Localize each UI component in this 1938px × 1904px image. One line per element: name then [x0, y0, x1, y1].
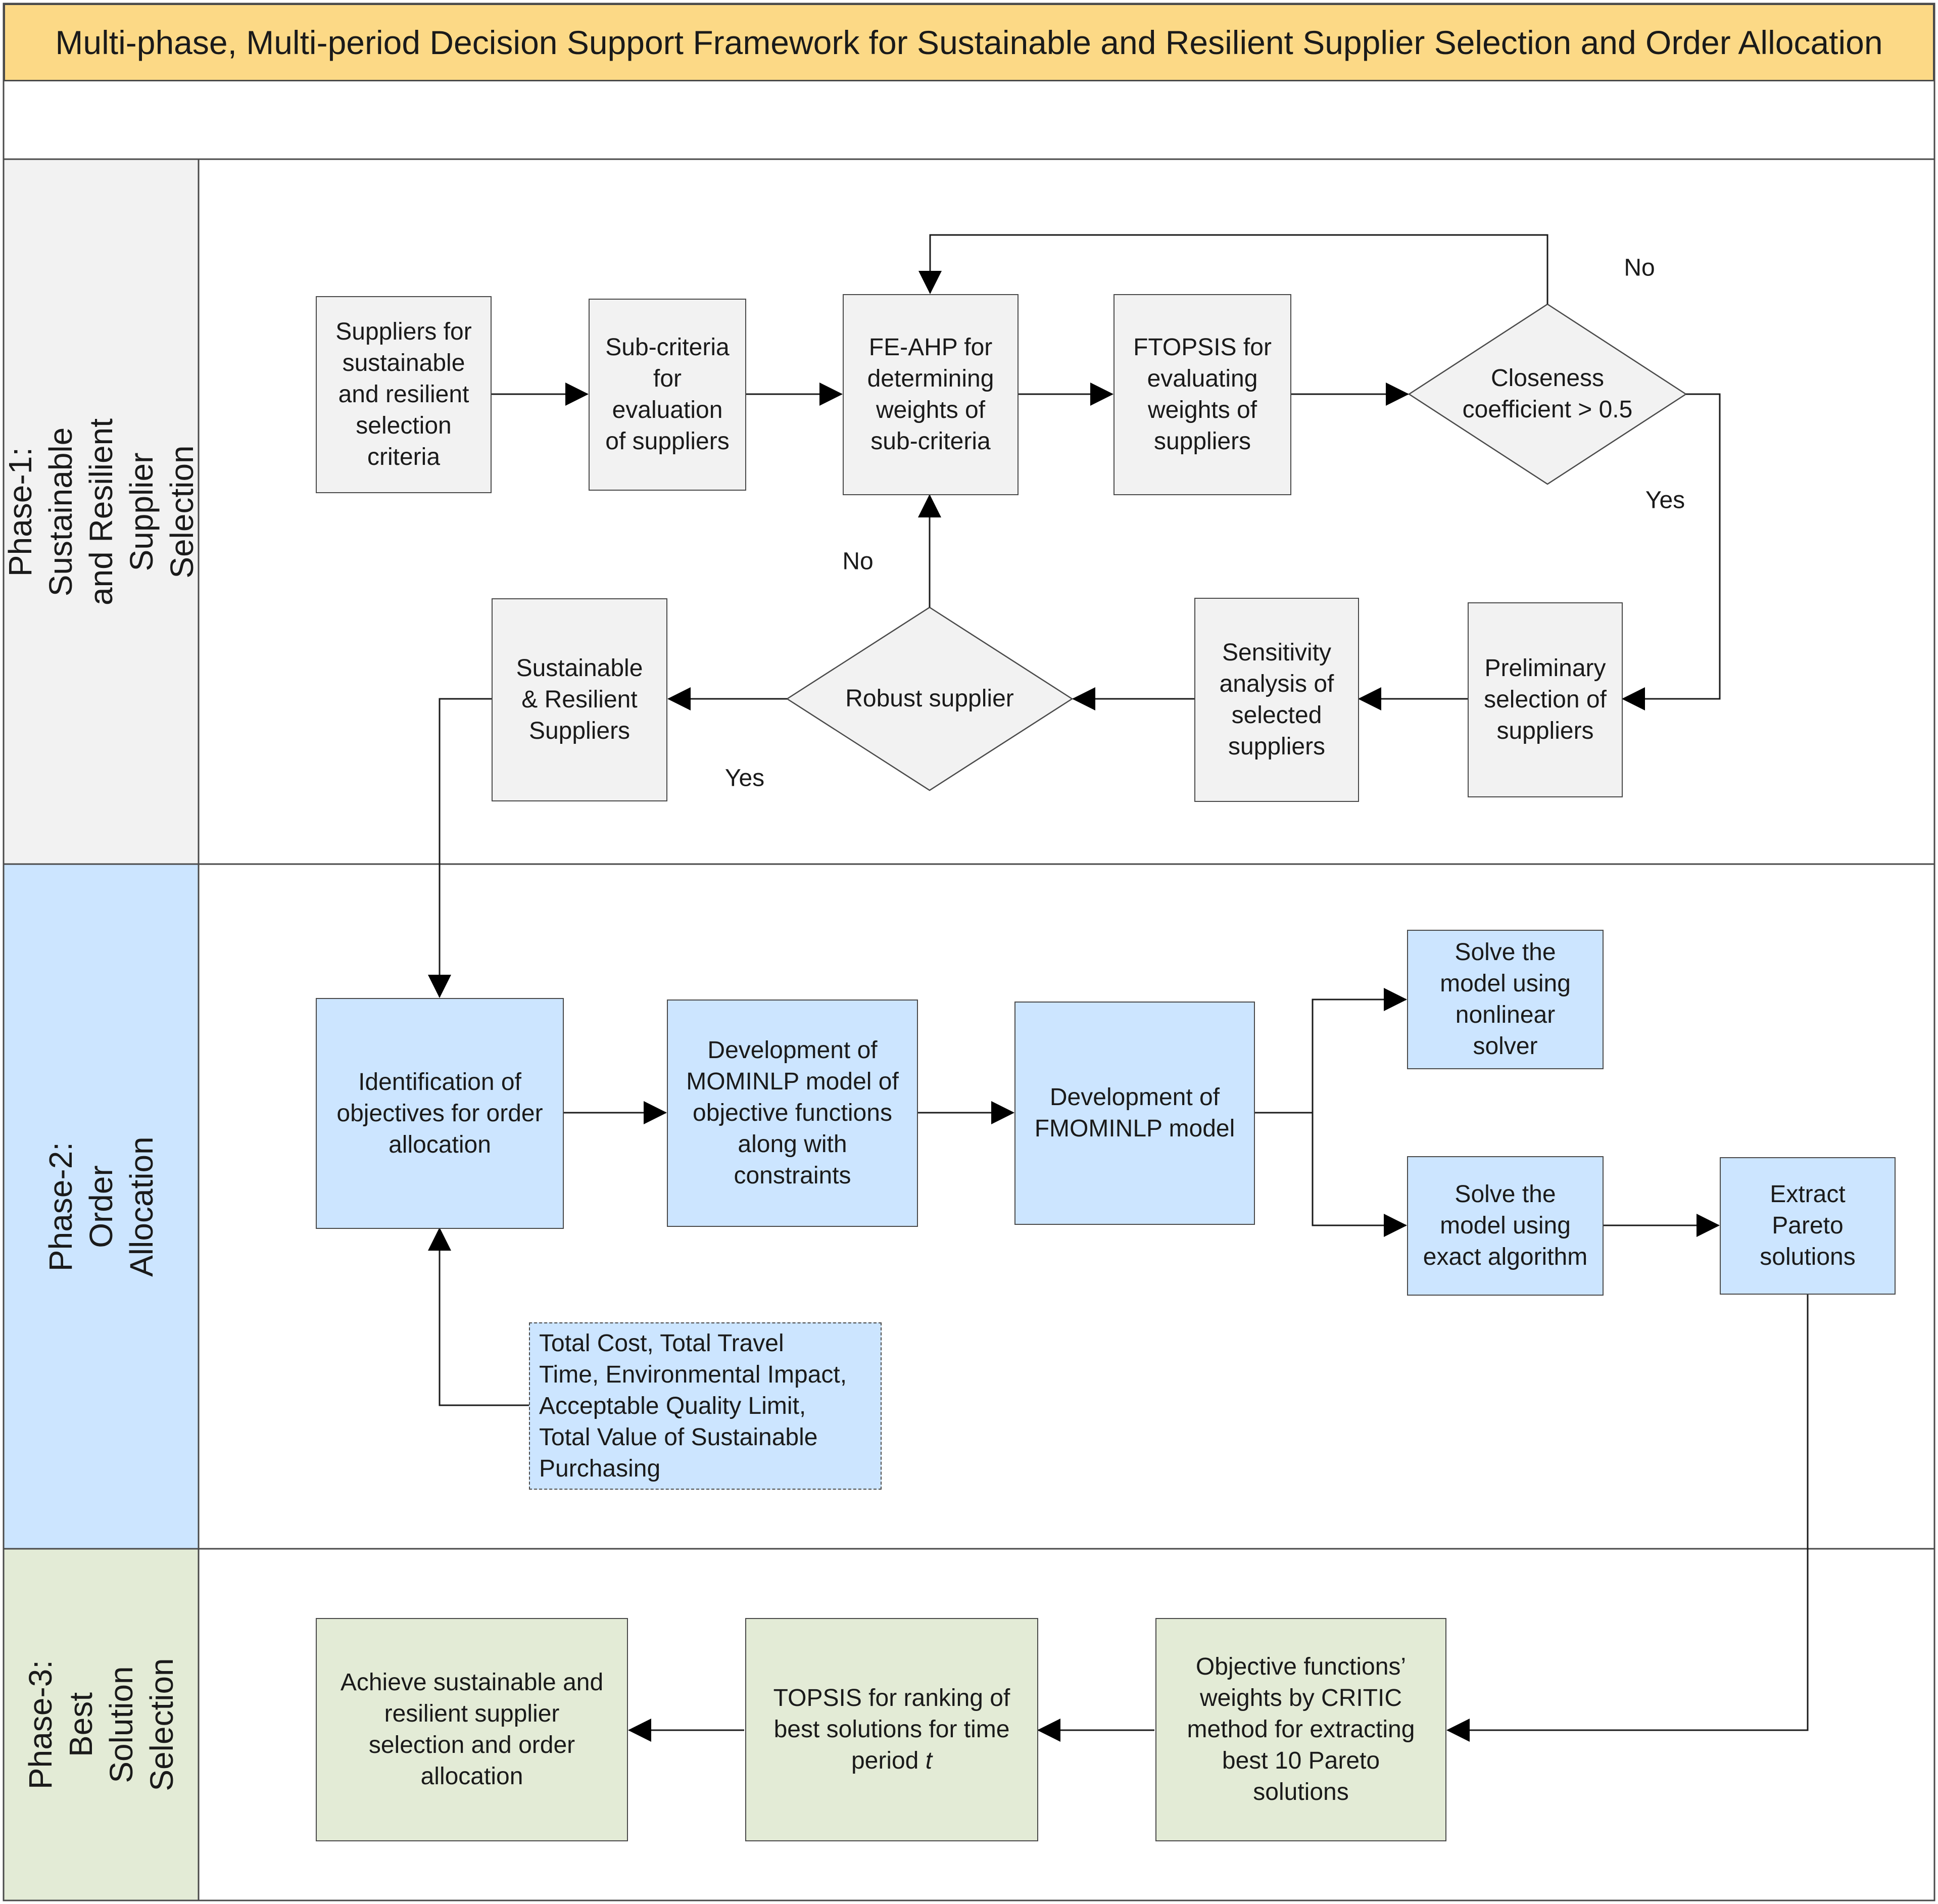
node-solve-nonlinear: Solve the model using nonlinear solver: [1407, 930, 1604, 1069]
closeness-diamond-text: Closeness coefficient > 0.5: [1462, 365, 1633, 423]
node-fe-ahp: FE-AHP for determining weights of sub-cr…: [843, 294, 1019, 495]
node-ftopsis: FTOPSIS for evaluating weights of suppli…: [1113, 294, 1291, 495]
lane-label-phase1-text: Phase-1: Sustainable and Resilient Suppl…: [2, 418, 200, 605]
robust-supplier-diamond-label: Robust supplier: [787, 607, 1072, 790]
node-objectives-list: Total Cost, Total Travel Time, Environme…: [529, 1322, 882, 1490]
arrow-closeness-yes: [1622, 393, 1721, 710]
node-solve-exact-text: Solve the model using exact algorithm: [1423, 1181, 1588, 1270]
node-critic-weights-text: Objective functions’ weights by CRITIC m…: [1187, 1653, 1415, 1805]
arrow-sr-to-objectives: [428, 698, 492, 998]
node-solve-exact: Solve the model using exact algorithm: [1407, 1156, 1604, 1296]
lane-phase1-header-bg: [3, 158, 200, 865]
node-topsis-ranking: TOPSIS for ranking of best solutions for…: [745, 1618, 1038, 1841]
node-identify-objectives-text: Identification of objectives for order a…: [336, 1068, 543, 1158]
node-sr-suppliers: Sustainable & Resilient Suppliers: [492, 598, 667, 801]
node-sub-criteria: Sub-criteria for evaluation of suppliers: [589, 299, 746, 491]
node-sub-criteria-text: Sub-criteria for evaluation of suppliers: [605, 334, 730, 455]
node-identify-objectives: Identification of objectives for order a…: [316, 998, 564, 1229]
node-achieve-selection-text: Achieve sustainable and resilient suppli…: [340, 1669, 604, 1790]
lane-label-phase2-text: Phase-2: Order Allocation: [42, 1136, 160, 1277]
node-extract-pareto: Extract Pareto solutions: [1720, 1157, 1896, 1295]
node-preliminary-selection: Preliminary selection of suppliers: [1468, 602, 1623, 797]
arrow-to-solve-exact: [1312, 1113, 1407, 1237]
robust-supplier-diamond-text: Robust supplier: [845, 685, 1014, 712]
arrow-pareto-to-critic: [1446, 1295, 1809, 1742]
diagram-title: Multi-phase, Multi-period Decision Suppo…: [4, 4, 1934, 81]
label-robust-no: No: [842, 548, 874, 575]
node-mominlp: Development of MOMINLP model of objectiv…: [667, 999, 918, 1227]
node-suppliers-criteria: Suppliers for sustainable and resilient …: [316, 296, 492, 493]
node-sensitivity-analysis-text: Sensitivity analysis of selected supplie…: [1219, 639, 1334, 760]
label-closeness-yes: Yes: [1645, 487, 1685, 514]
node-objectives-list-text: Total Cost, Total Travel Time, Environme…: [539, 1329, 847, 1482]
node-critic-weights: Objective functions’ weights by CRITIC m…: [1155, 1618, 1446, 1841]
arrow-closeness-no-loop: [918, 234, 1548, 304]
node-preliminary-selection-text: Preliminary selection of suppliers: [1484, 655, 1607, 744]
arrow-to-solve-nonlinear: [1312, 988, 1407, 1113]
node-fe-ahp-text: FE-AHP for determining weights of sub-cr…: [867, 334, 994, 455]
diagram-title-text: Multi-phase, Multi-period Decision Suppo…: [55, 24, 1883, 61]
node-achieve-selection: Achieve sustainable and resilient suppli…: [316, 1618, 628, 1841]
connectors: [428, 234, 1809, 1742]
node-fmominlp-text: Development of FMOMINLP model: [1034, 1084, 1235, 1142]
closeness-diamond-label: Closeness coefficient > 0.5: [1409, 304, 1686, 484]
node-sensitivity-analysis: Sensitivity analysis of selected supplie…: [1194, 598, 1359, 802]
lane-label-phase1: Phase-1: Sustainable and Resilient Suppl…: [2, 159, 200, 864]
node-mominlp-text: Development of MOMINLP model of objectiv…: [686, 1037, 899, 1189]
lane-phase1-body: [198, 158, 1935, 865]
node-topsis-ranking-prefix: TOPSIS for ranking of best solutions for…: [773, 1685, 1010, 1774]
label-robust-yes: Yes: [724, 765, 765, 792]
arrow-objectives-list-to-objectives: [428, 1227, 529, 1406]
lane-label-phase2: Phase-2: Order Allocation: [4, 864, 199, 1549]
lane-label-phase3-text: Phase-3: Best Solution Selection: [22, 1658, 180, 1791]
node-fmominlp: Development of FMOMINLP model: [1014, 1002, 1255, 1225]
node-ftopsis-text: FTOPSIS for evaluating weights of suppli…: [1133, 334, 1272, 455]
node-topsis-ranking-variable: t: [925, 1747, 933, 1774]
node-solve-nonlinear-text: Solve the model using nonlinear solver: [1440, 939, 1571, 1060]
node-extract-pareto-text: Extract Pareto solutions: [1760, 1181, 1856, 1270]
robust-supplier-diamond: [786, 606, 1074, 791]
closeness-diamond: [1408, 303, 1687, 485]
node-sr-suppliers-text: Sustainable & Resilient Suppliers: [516, 655, 643, 744]
lane-label-phase3: Phase-3: Best Solution Selection: [4, 1549, 199, 1900]
node-topsis-ranking-text: TOPSIS for ranking of best solutions for…: [773, 1683, 1010, 1777]
label-closeness-no: No: [1624, 254, 1655, 281]
node-suppliers-criteria-text: Suppliers for sustainable and resilient …: [335, 318, 472, 470]
